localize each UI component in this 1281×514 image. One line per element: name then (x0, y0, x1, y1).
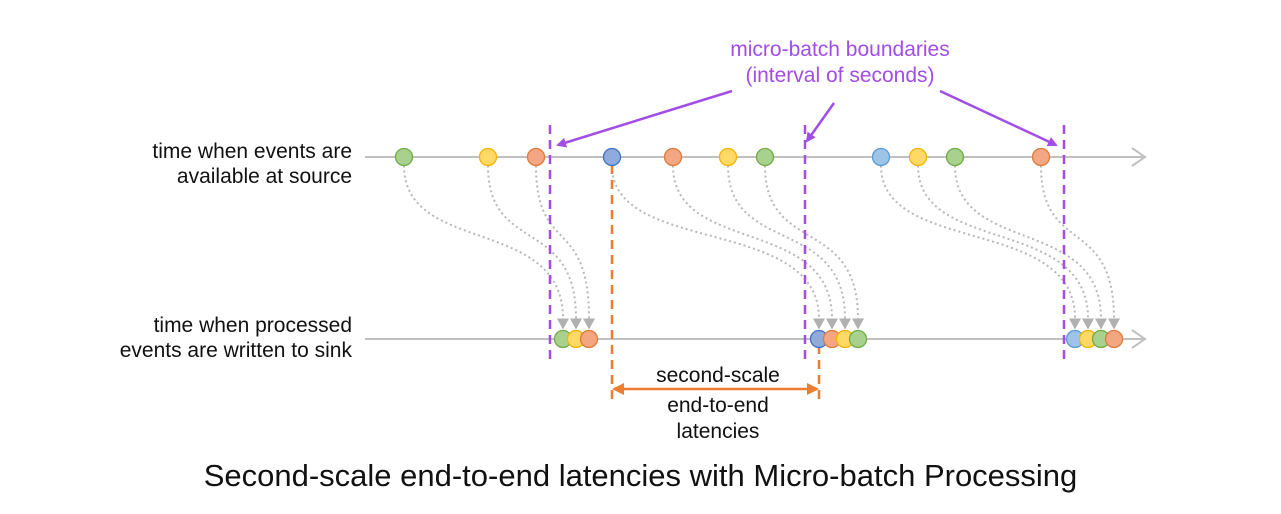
source-event-yellow (478, 147, 498, 167)
boundary-pointer-arrow-1 (556, 89, 733, 148)
connector-arrowhead (813, 318, 825, 330)
sink-timeline-arrowhead (1131, 329, 1147, 349)
event-flow-connector (535, 165, 590, 319)
source-event-green (394, 147, 414, 167)
connector-arrowhead (839, 318, 851, 330)
source-label-line-1: time when events are (152, 140, 352, 163)
event-flow-connector (1040, 165, 1115, 319)
boundaries-label-line-1: micro-batch boundaries (730, 38, 950, 61)
sink-event-green (848, 329, 868, 349)
connector-arrowhead (570, 318, 582, 330)
source-label-line-2: available at source (176, 165, 352, 188)
boundaries-label-line-2: (interval of seconds) (745, 64, 935, 87)
event-flow-connector (403, 165, 564, 319)
sink-event-orange (579, 329, 599, 349)
connector-arrowhead (583, 318, 595, 330)
latency-label-line-1: second-scale (656, 364, 780, 387)
event-flow-connector (727, 165, 846, 319)
boundary-pointer-arrow-2 (805, 102, 836, 143)
connector-arrowhead (1108, 318, 1120, 330)
sink-event-orange (1104, 329, 1124, 349)
source-event-orange (663, 147, 683, 167)
event-flow-connector (487, 165, 577, 319)
event-flow-connector (611, 165, 820, 319)
source-event-green (755, 147, 775, 167)
source-event-blue (871, 147, 891, 167)
event-flow-connector (764, 165, 859, 319)
latency-label: second-scale end-to-end latencies (618, 363, 818, 445)
event-flow-connector (880, 165, 1076, 319)
connector-arrowhead (826, 318, 838, 330)
latency-label-line-2: end-to-end (667, 394, 769, 417)
sink-label-line-1: time when processed (153, 314, 352, 337)
connector-arrowhead (1069, 318, 1081, 330)
source-timeline-arrowhead (1131, 147, 1147, 167)
event-flow-connector (917, 165, 1089, 319)
latency-label-line-3: latencies (676, 420, 760, 443)
source-timeline-label: time when events are available at source (40, 139, 352, 189)
source-event-green (945, 147, 965, 167)
source-event-yellow (908, 147, 928, 167)
event-flow-connector (672, 165, 833, 319)
micro-batch-boundaries-label: micro-batch boundaries (interval of seco… (680, 37, 1000, 89)
connector-arrowhead (1082, 318, 1094, 330)
connector-arrowhead (557, 318, 569, 330)
source-event-orange (1031, 147, 1051, 167)
connector-arrowhead (1095, 318, 1107, 330)
boundary-pointer-arrow-3 (939, 89, 1058, 147)
sink-timeline-label: time when processed events are written t… (40, 313, 352, 363)
connector-arrowhead (852, 318, 864, 330)
event-flow-connector (954, 165, 1102, 319)
source-event-orange (526, 147, 546, 167)
diagram-title: Second-scale end-to-end latencies with M… (203, 458, 1078, 493)
source-event-yellow (718, 147, 738, 167)
source-event-darkblue (602, 147, 622, 167)
sink-label-line-2: events are written to sink (119, 339, 352, 362)
